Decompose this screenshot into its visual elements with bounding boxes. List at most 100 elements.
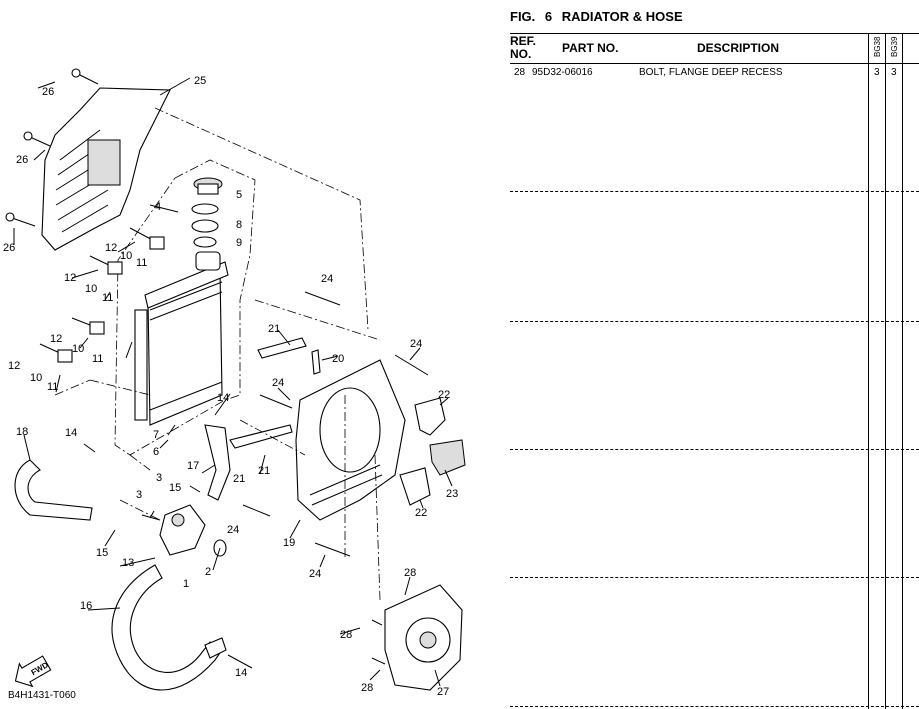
callout-23: 23: [446, 488, 458, 500]
callout-24c: 24: [272, 377, 284, 389]
callout-5: 5: [236, 189, 242, 201]
row-separator: [510, 577, 919, 578]
row-qty-2: 3: [891, 67, 897, 78]
callout-14c: 14: [235, 667, 247, 679]
callout-11c: 11: [92, 353, 103, 365]
grommet-23: [429, 439, 466, 476]
callout-12c: 12: [50, 333, 62, 345]
callout-22b: 22: [415, 507, 427, 519]
fwd-arrow: FWD: [14, 655, 52, 688]
callout-24e: 24: [309, 568, 321, 580]
row-part-no: 95D32-06016: [532, 67, 593, 78]
callout-11a: 11: [136, 257, 147, 269]
callout-11b: 11: [102, 292, 113, 304]
callout-6: 6: [153, 446, 159, 458]
callout-14b: 14: [65, 427, 77, 439]
callout-10d: 10: [30, 372, 42, 384]
callout-24a: 24: [321, 273, 333, 285]
callout-10b: 10: [85, 283, 97, 295]
parts-table: REF. NO. PART NO. DESCRIPTION BG38 BG39 …: [510, 33, 919, 709]
hose-16: [111, 564, 223, 691]
callout-3a: 3: [156, 472, 162, 484]
callout-4: 4: [155, 201, 161, 213]
callout-13: 13: [122, 557, 134, 569]
header-ref-line2: NO.: [510, 47, 532, 61]
callout-10a: 10: [120, 250, 132, 262]
callout-9: 9: [236, 237, 242, 249]
hose-22-lower: [399, 467, 431, 506]
cooling-fan: [384, 584, 463, 691]
callout-12d: 12: [8, 360, 20, 372]
callout-15b: 15: [96, 547, 108, 559]
radiator-shroud: [41, 87, 171, 251]
callout-21c: 21: [233, 473, 245, 485]
fig-title: RADIATOR & HOSE: [561, 9, 683, 24]
callout-2: 2: [205, 566, 211, 578]
callout-21b: 21: [258, 465, 270, 477]
row-separator: [510, 449, 919, 450]
callout-28b: 28: [340, 629, 352, 641]
callout-11d: 11: [47, 381, 58, 393]
radiator-core: [134, 261, 229, 426]
callout-21a: 21: [268, 323, 280, 335]
callout-24b: 24: [410, 338, 422, 350]
table-header-rule: [510, 63, 919, 64]
header-description: DESCRIPTION: [697, 41, 780, 55]
callout-26b: 26: [16, 154, 28, 166]
callout-8: 8: [236, 219, 242, 231]
exploded-parts-diagram: 25 26 26 26 5 4 8 9 12 10 11 12 10 11 12…: [3, 68, 466, 701]
row-qty-1: 3: [874, 67, 880, 78]
callout-26c: 26: [3, 242, 15, 254]
header-model-2: BG39: [890, 36, 899, 57]
radiator-bracket: [295, 359, 406, 521]
callout-12b: 12: [64, 272, 76, 284]
callout-19: 19: [283, 537, 295, 549]
row-separator: [510, 191, 919, 192]
connection-lines: [54, 107, 381, 601]
row-separator: [510, 321, 919, 322]
callout-1: 1: [183, 578, 189, 590]
callout-10c: 10: [72, 343, 84, 355]
callout-22a: 22: [438, 389, 450, 401]
thermostat-housing: [159, 504, 227, 557]
hose-17: [204, 424, 231, 501]
bolt-26-group: [5, 68, 99, 227]
hose-22-upper: [414, 397, 446, 436]
grommet-group: [39, 227, 165, 363]
fig-label: FIG.: [510, 9, 536, 24]
callout-25: 25: [194, 75, 206, 87]
row-description: BOLT, FLANGE DEEP RECESS: [639, 67, 783, 78]
hose-18: [14, 459, 93, 521]
header-part-no: PART NO.: [562, 41, 619, 55]
header-ref-no: REF. NO.: [510, 35, 536, 61]
callout-labels: 25 26 26 26 5 4 8 9 12 10 11 12 10 11 12…: [3, 75, 458, 698]
header-model-1: BG38: [873, 36, 882, 57]
callout-28c: 28: [361, 682, 373, 694]
col-rule-3: [902, 33, 903, 709]
callout-3b: 3: [136, 489, 142, 501]
radiator-cap: [191, 177, 223, 271]
callout-28a: 28: [404, 567, 416, 579]
callout-20: 20: [332, 353, 344, 365]
callout-14a: 14: [217, 392, 229, 404]
callout-18: 18: [16, 426, 28, 438]
col-rule-2: [885, 33, 886, 709]
figure-header: FIG. 6 RADIATOR & HOSE: [510, 9, 689, 24]
row-separator: [510, 706, 919, 707]
callout-15a: 15: [169, 482, 181, 494]
row-ref: 28: [514, 67, 526, 78]
callout-26a: 26: [42, 86, 54, 98]
radiator-assembly-outline: [114, 159, 256, 456]
diagram-code: B4H1431-T060: [8, 690, 76, 701]
col-rule-1: [868, 33, 869, 709]
fig-number: 6: [544, 9, 553, 24]
header-ref-line1: REF.: [510, 34, 537, 48]
table-top-rule: [510, 33, 919, 34]
leader-lines: [13, 77, 453, 687]
callout-24d: 24: [227, 524, 239, 536]
callout-27: 27: [437, 686, 449, 698]
callout-12a: 12: [105, 242, 117, 254]
callout-17: 17: [187, 460, 199, 472]
callout-16: 16: [80, 600, 92, 612]
callout-7: 7: [153, 429, 159, 441]
